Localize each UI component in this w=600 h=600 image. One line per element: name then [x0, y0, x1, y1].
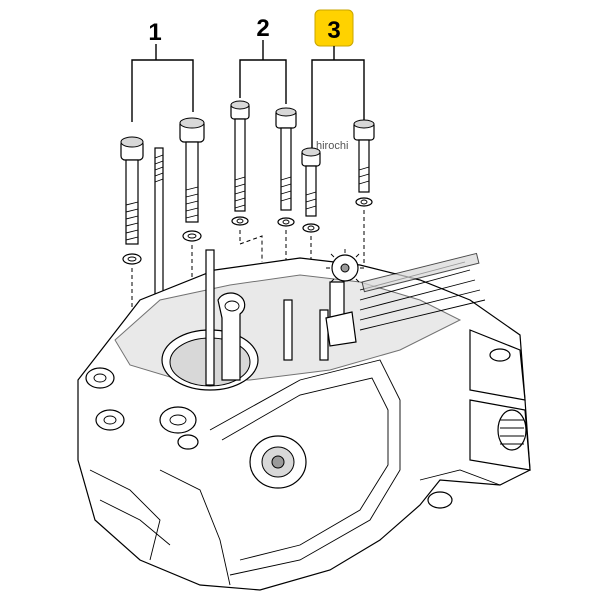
- watermark-text: hirochi: [316, 140, 348, 152]
- bolt-2b[interactable]: [275, 107, 297, 211]
- bolt-2a[interactable]: [230, 100, 250, 212]
- bolt-1b[interactable]: [179, 117, 205, 223]
- callout-1-label: 1: [148, 19, 161, 46]
- washer-1a: [122, 253, 142, 265]
- bolt-3b[interactable]: [353, 119, 375, 193]
- bolt-3a[interactable]: [301, 147, 321, 217]
- callout-2[interactable]: 2: [239, 15, 287, 104]
- callout-2-label: 2: [256, 15, 269, 42]
- crankcase-housing: [77, 249, 531, 591]
- washer-1b: [182, 230, 202, 242]
- oil-pump-gear[interactable]: [325, 249, 364, 347]
- washer-2b: [277, 217, 295, 227]
- washer-3a: [302, 223, 320, 233]
- callout-3-label: 3: [327, 17, 340, 44]
- washer-3b: [355, 197, 373, 207]
- callout-1[interactable]: 1: [131, 19, 194, 122]
- bolt-1a[interactable]: [120, 136, 144, 245]
- callout-3[interactable]: 3: [311, 9, 365, 150]
- washer-2a: [231, 216, 249, 226]
